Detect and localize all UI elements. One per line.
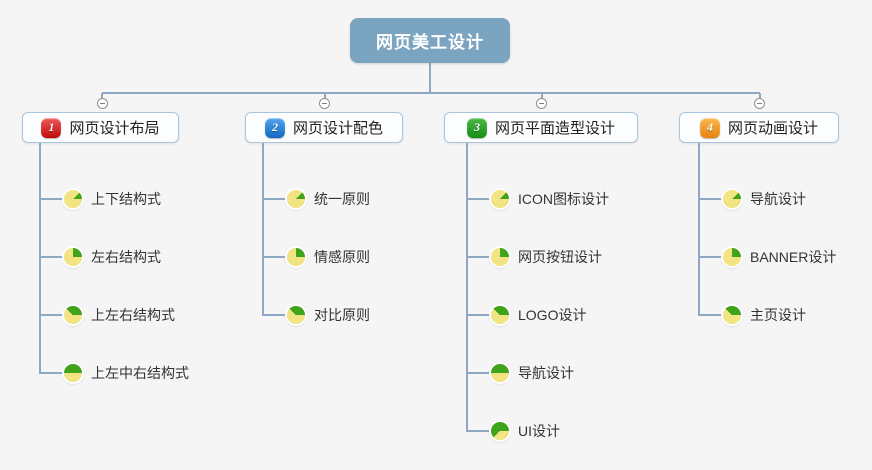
subtopic-row[interactable]: 左右结构式 [64, 247, 161, 267]
subtopic-label: UI设计 [518, 423, 560, 439]
collapse-minus-icon[interactable] [319, 98, 330, 109]
subtopic-row[interactable]: 网页按钮设计 [491, 247, 602, 267]
subtopic-label: 统一原则 [314, 191, 370, 207]
subtopic-row[interactable]: 主页设计 [723, 305, 806, 325]
subtopic-row[interactable]: 上下结构式 [64, 189, 161, 209]
subtopic-label: BANNER设计 [750, 249, 837, 265]
branch-topic-layout[interactable]: 1 网页设计布局 [22, 112, 179, 143]
subtopic-row[interactable]: 对比原则 [287, 305, 370, 325]
priority-1-icon: 1 [41, 117, 62, 138]
connector-line [466, 372, 491, 374]
subtopic-row[interactable]: 统一原则 [287, 189, 370, 209]
subtopic-label: 情感原则 [314, 249, 370, 265]
task-progress-pie-icon [287, 248, 305, 266]
task-progress-pie-icon [287, 306, 305, 324]
connector-line [39, 372, 64, 374]
task-progress-pie-icon [287, 190, 305, 208]
connector-line [698, 143, 700, 315]
connector-line [39, 198, 64, 200]
connector-line [466, 314, 491, 316]
connector-line [324, 93, 326, 99]
connector-line [262, 198, 287, 200]
subtopic-label: 导航设计 [518, 365, 574, 381]
connector-line [262, 143, 264, 315]
connector-line [698, 198, 723, 200]
connector-line [466, 430, 491, 432]
connector-line [262, 256, 287, 258]
root-topic[interactable]: 网页美工设计 [350, 18, 510, 63]
task-progress-pie-icon [491, 422, 509, 440]
subtopic-label: ICON图标设计 [518, 191, 609, 207]
subtopic-label: 上下结构式 [91, 191, 161, 207]
branch-topic-label: 网页设计布局 [69, 120, 160, 137]
connector-line [466, 198, 491, 200]
connector-line [101, 93, 103, 99]
connector-line [698, 314, 723, 316]
priority-4-icon: 4 [699, 117, 720, 138]
subtopic-row[interactable]: LOGO设计 [491, 305, 586, 325]
subtopic-row[interactable]: UI设计 [491, 421, 560, 441]
collapse-minus-icon[interactable] [754, 98, 765, 109]
task-progress-pie-icon [64, 364, 82, 382]
branch-topic-label: 网页动画设计 [727, 120, 818, 137]
subtopic-row[interactable]: BANNER设计 [723, 247, 836, 267]
subtopic-row[interactable]: 上左右结构式 [64, 305, 175, 325]
branch-topic-color[interactable]: 2 网页设计配色 [245, 112, 403, 143]
subtopic-label: 对比原则 [314, 307, 370, 323]
collapse-minus-icon[interactable] [536, 98, 547, 109]
subtopic-row[interactable]: 导航设计 [491, 363, 574, 383]
subtopic-label: 上左右结构式 [91, 307, 175, 323]
subtopic-row[interactable]: 导航设计 [723, 189, 806, 209]
task-progress-pie-icon [723, 248, 741, 266]
connector-line [262, 314, 287, 316]
branch-topic-label: 网页平面造型设计 [494, 120, 615, 137]
subtopic-label: 上左中右结构式 [91, 365, 189, 381]
task-progress-pie-icon [491, 306, 509, 324]
collapse-minus-icon[interactable] [97, 98, 108, 109]
branch-topic-animation[interactable]: 4 网页动画设计 [679, 112, 839, 143]
connector-line [102, 92, 760, 94]
connector-line [541, 93, 543, 99]
root-topic-label: 网页美工设计 [376, 33, 484, 52]
connector-line [39, 256, 64, 258]
task-progress-pie-icon [64, 248, 82, 266]
subtopic-row[interactable]: 上左中右结构式 [64, 363, 189, 383]
priority-3-icon: 3 [466, 117, 487, 138]
subtopic-label: LOGO设计 [518, 307, 587, 323]
connector-line [466, 256, 491, 258]
subtopic-label: 导航设计 [750, 191, 806, 207]
connector-line [698, 256, 723, 258]
connector-line [39, 143, 41, 373]
task-progress-pie-icon [491, 248, 509, 266]
subtopic-row[interactable]: 情感原则 [287, 247, 370, 267]
branch-topic-graphic[interactable]: 3 网页平面造型设计 [444, 112, 638, 143]
priority-2-icon: 2 [264, 117, 285, 138]
subtopic-label: 网页按钮设计 [518, 249, 602, 265]
subtopic-row[interactable]: ICON图标设计 [491, 189, 609, 209]
task-progress-pie-icon [491, 190, 509, 208]
connector-line [466, 143, 468, 431]
connector-line [39, 314, 64, 316]
branch-topic-label: 网页设计配色 [292, 120, 383, 137]
task-progress-pie-icon [491, 364, 509, 382]
connector-line [759, 93, 761, 99]
connector-line [429, 63, 431, 92]
subtopic-label: 左右结构式 [91, 249, 161, 265]
task-progress-pie-icon [723, 306, 741, 324]
task-progress-pie-icon [64, 306, 82, 324]
task-progress-pie-icon [64, 190, 82, 208]
subtopic-label: 主页设计 [750, 307, 806, 323]
task-progress-pie-icon [723, 190, 741, 208]
